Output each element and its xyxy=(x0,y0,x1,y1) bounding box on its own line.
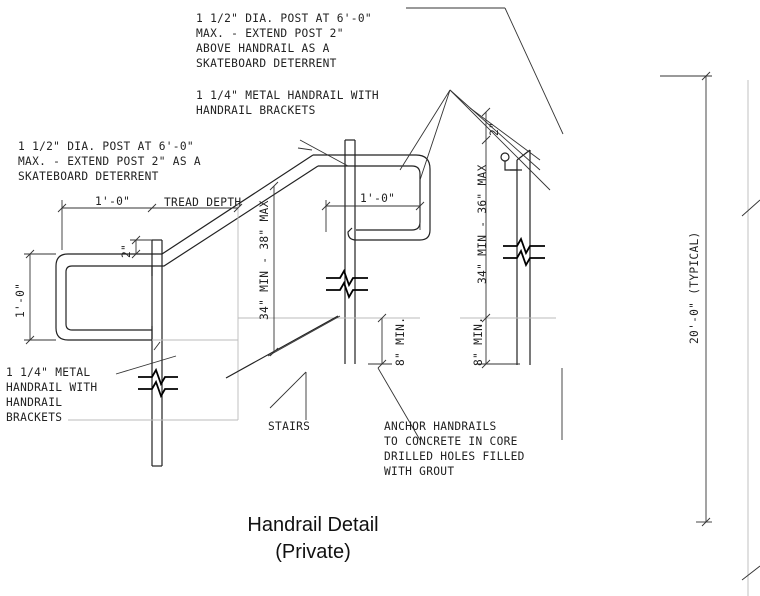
note-anchor-line-1: ANCHOR HANDRAILS xyxy=(384,420,497,433)
dim-spacing: 20'-0" (TYPICAL) xyxy=(688,231,701,344)
note-post-top-line-1: 1 1/2" DIA. POST AT 6'-0" xyxy=(196,12,372,25)
mid-elevation xyxy=(297,89,451,441)
leader-anchor xyxy=(377,367,421,441)
note-rail-left: 1 1/4" METAL HANDRAIL WITH HANDRAIL BRAC… xyxy=(6,366,97,424)
leader-post-top-2 xyxy=(504,7,564,135)
note-rail-left-line-2: HANDRAIL WITH xyxy=(6,381,97,394)
note-anchor-line-4: WITH GROUT xyxy=(384,465,454,478)
note-rail-left-line-3: HANDRAIL xyxy=(6,396,62,409)
stairs-geometry xyxy=(225,315,341,420)
leader-rail-top-2 xyxy=(419,89,451,181)
break-symbol-lower xyxy=(138,367,178,399)
note-post-top-line-2: MAX. - EXTEND POST 2" xyxy=(196,27,344,40)
break-symbol-mid-2 xyxy=(326,280,368,300)
note-anchor: ANCHOR HANDRAILS TO CONCRETE IN CORE DRI… xyxy=(384,420,525,478)
note-rail-top-line-1: 1 1/4" METAL HANDRAIL WITH xyxy=(196,89,379,102)
note-post-top-line-4: SKATEBOARD DETERRENT xyxy=(196,57,337,70)
dim-height-landing: 34" MIN - 36" MAX xyxy=(476,164,489,284)
note-post-top-line-3: ABOVE HANDRAIL AS A xyxy=(196,42,330,55)
note-post-left-line-3: SKATEBOARD DETERRENT xyxy=(18,170,159,183)
note-rail-top: 1 1/4" METAL HANDRAIL WITH HANDRAIL BRAC… xyxy=(196,89,379,117)
leader-rail-top-1 xyxy=(399,89,451,171)
dim-post-ext-right: 2" xyxy=(488,122,501,136)
note-stairs: STAIRS xyxy=(268,420,310,433)
break-symbol-mid-1 xyxy=(326,268,368,288)
dimension-lines xyxy=(24,71,760,596)
dim-post-ext-left: 2" xyxy=(120,244,133,258)
note-rail-left-line-4: BRACKETS xyxy=(6,411,62,424)
drawing-subtitle: (Private) xyxy=(275,541,351,563)
dim-ext-right: 1'-0" xyxy=(360,192,395,205)
dim-tread-depth: TREAD DEPTH xyxy=(164,196,241,209)
leader-rail-top-3 xyxy=(449,89,541,171)
note-post-top: 1 1/2" DIA. POST AT 6'-0" MAX. - EXTEND … xyxy=(196,12,372,70)
post-lower xyxy=(151,239,163,467)
note-rail-left-line-1: 1 1/4" METAL xyxy=(6,366,90,379)
dim-min-left: 8" MIN. xyxy=(394,317,407,366)
break-symbol-right-1 xyxy=(503,236,545,256)
note-post-left-line-1: 1 1/2" DIA. POST AT 6'-0" xyxy=(18,140,194,153)
leader-post-left-1 xyxy=(299,139,349,167)
note-post-left: 1 1/2" DIA. POST AT 6'-0" MAX. - EXTEND … xyxy=(18,140,201,183)
right-section xyxy=(406,7,564,440)
leader-rail-top-4 xyxy=(449,89,551,191)
note-post-left-line-2: MAX. - EXTEND POST 2" AS A xyxy=(18,155,201,168)
note-anchor-line-3: DRILLED HOLES FILLED xyxy=(384,450,525,463)
stair-handrail xyxy=(55,154,319,341)
note-anchor-line-2: TO CONCRETE IN CORE xyxy=(384,435,518,448)
stair-outline xyxy=(68,204,340,421)
dim-return-left: 1'-0" xyxy=(14,283,27,318)
dim-height-stairs: 34" MIN - 38" MAX xyxy=(258,200,271,320)
leader-post-left-2 xyxy=(297,147,313,151)
break-symbol-right-2 xyxy=(503,248,545,268)
leader-post-top-3 xyxy=(469,107,541,161)
leader-rail-left xyxy=(115,355,177,375)
note-rail-top-line-2: HANDRAIL BRACKETS xyxy=(196,104,316,117)
drawing-title: Handrail Detail xyxy=(247,514,379,536)
leader-tip-rail-left xyxy=(153,341,161,351)
dim-min-right: 8" MIN. xyxy=(472,317,485,366)
left-elevation xyxy=(55,154,340,467)
dim-ext-left: 1'-0" xyxy=(95,195,130,208)
